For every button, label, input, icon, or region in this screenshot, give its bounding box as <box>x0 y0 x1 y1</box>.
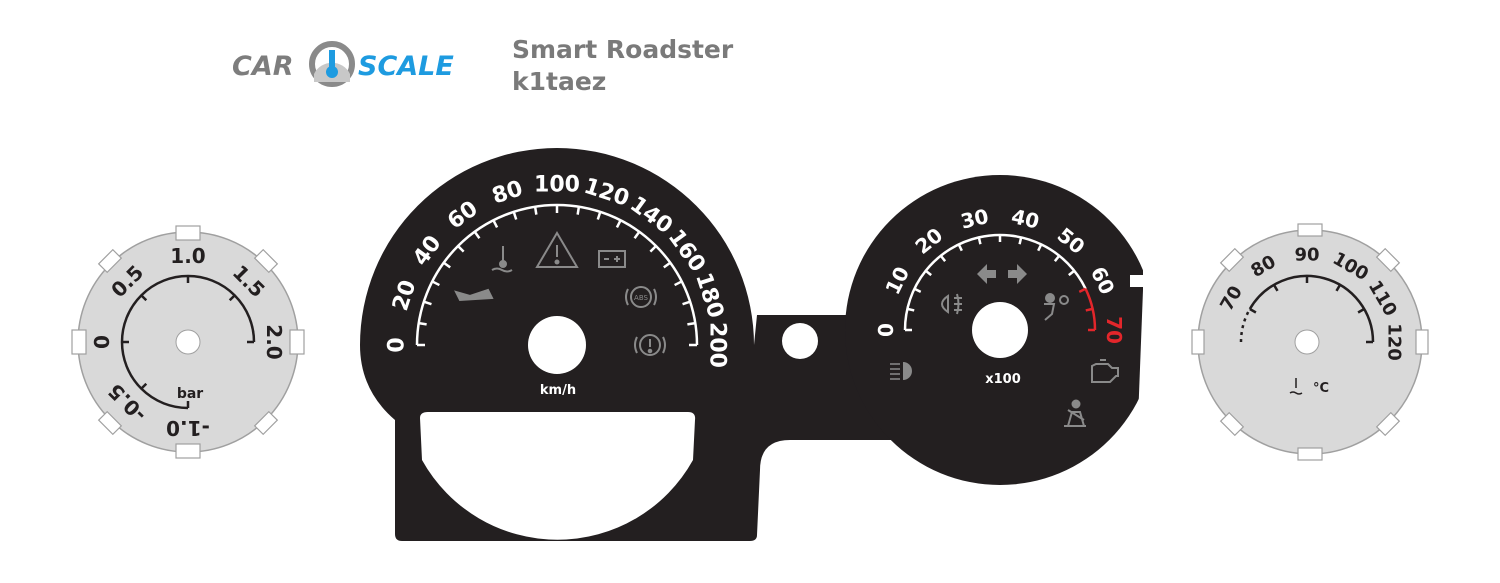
scale-tick <box>1272 284 1279 292</box>
boost-unit-label: bar <box>177 386 203 402</box>
scale-tick <box>633 231 641 239</box>
model-code: k1taez <box>512 67 607 96</box>
scale-label: 1.0 <box>170 244 205 268</box>
scale-tick <box>674 280 683 287</box>
hazard-warning-icon <box>535 231 579 268</box>
scale-tick <box>1335 284 1342 292</box>
scale-tick <box>977 237 982 245</box>
scale-label: 0 <box>385 337 410 352</box>
scale-label: 120 <box>1384 323 1405 361</box>
scale-tick <box>512 211 518 220</box>
scale-tick <box>1249 307 1257 314</box>
scale-label: 2.0 <box>262 324 286 359</box>
scale-tick <box>924 269 932 277</box>
scale-label: 0 <box>874 323 898 337</box>
scale-tick <box>1357 307 1365 314</box>
scale-tick <box>615 219 622 228</box>
scale-tick <box>1078 287 1087 293</box>
scale-tick <box>663 261 671 269</box>
scale-tick <box>687 321 696 326</box>
scale-tick <box>913 287 922 293</box>
scale-tick <box>457 245 465 253</box>
scale-tick <box>1085 307 1093 312</box>
header: Smart Roadster k1taez <box>512 34 733 98</box>
scale-label: 0 <box>90 335 114 349</box>
temp-dashed-arc <box>1239 308 1251 343</box>
scale-label: 70 <box>1102 316 1126 344</box>
svg-text:ABS: ABS <box>634 294 648 302</box>
scale-tick <box>576 206 581 215</box>
scale-label: 200 <box>705 322 730 368</box>
scale-tick <box>431 280 440 287</box>
battery-icon <box>598 250 626 268</box>
scale-tick <box>228 294 236 302</box>
scale-label: 100 <box>534 173 580 198</box>
scale-tick <box>140 294 148 302</box>
check-engine-icon <box>1091 359 1119 383</box>
scale-tick <box>957 243 963 252</box>
seatbelt-icon <box>1064 399 1086 427</box>
brake-warning-icon <box>634 334 666 356</box>
tacho-needle-hole <box>972 302 1028 358</box>
main-cluster-panel <box>360 148 1150 541</box>
coolant-temp-icon <box>1289 378 1303 395</box>
scale-tick <box>492 219 499 228</box>
tacho-unit-label: x100 <box>985 372 1021 387</box>
mounting-hole <box>782 323 818 359</box>
scale-tick <box>1018 237 1023 245</box>
scale-tick <box>140 382 148 390</box>
scale-tick <box>418 321 427 326</box>
logo-scale-text: SCALE <box>358 51 454 82</box>
scale-tick <box>1068 269 1076 277</box>
scale-tick <box>1037 243 1043 252</box>
scale-tick <box>473 231 481 239</box>
high-beam-icon <box>890 362 912 380</box>
scale-tick <box>443 261 451 269</box>
scale-tick <box>649 245 657 253</box>
model-name: Smart Roadster <box>512 35 734 64</box>
scale-label: -1.0 <box>166 416 210 440</box>
abs-icon: ABS <box>625 286 657 308</box>
scale-tick <box>423 300 432 306</box>
scale-tick <box>1053 254 1061 262</box>
lcd-window-cutout <box>420 412 696 540</box>
boost-gauge: -1.0-0.500.51.01.52.0 bar <box>71 225 305 459</box>
scale-tick <box>533 206 538 215</box>
turn-signal-icon <box>977 264 1027 284</box>
temp_gauge-scale-arc <box>1248 274 1375 343</box>
scale-tick <box>682 300 691 306</box>
airbag-icon <box>1044 293 1069 321</box>
logo-car-text: CAR <box>232 51 294 82</box>
temp-unit-label: °C <box>1313 381 1329 396</box>
scale-tick <box>939 254 947 262</box>
scale-label: 90 <box>1294 245 1319 266</box>
coolant-temp-icon <box>491 246 513 273</box>
carscale-logo: CAR SCALE <box>232 38 464 88</box>
speedo-needle-hole <box>528 316 586 374</box>
scale-tick <box>596 211 602 220</box>
speed-unit-label: km/h <box>540 383 576 398</box>
scale-tick <box>907 307 915 312</box>
oil-pressure-icon <box>454 288 494 302</box>
front-fog-light-icon <box>941 293 962 315</box>
